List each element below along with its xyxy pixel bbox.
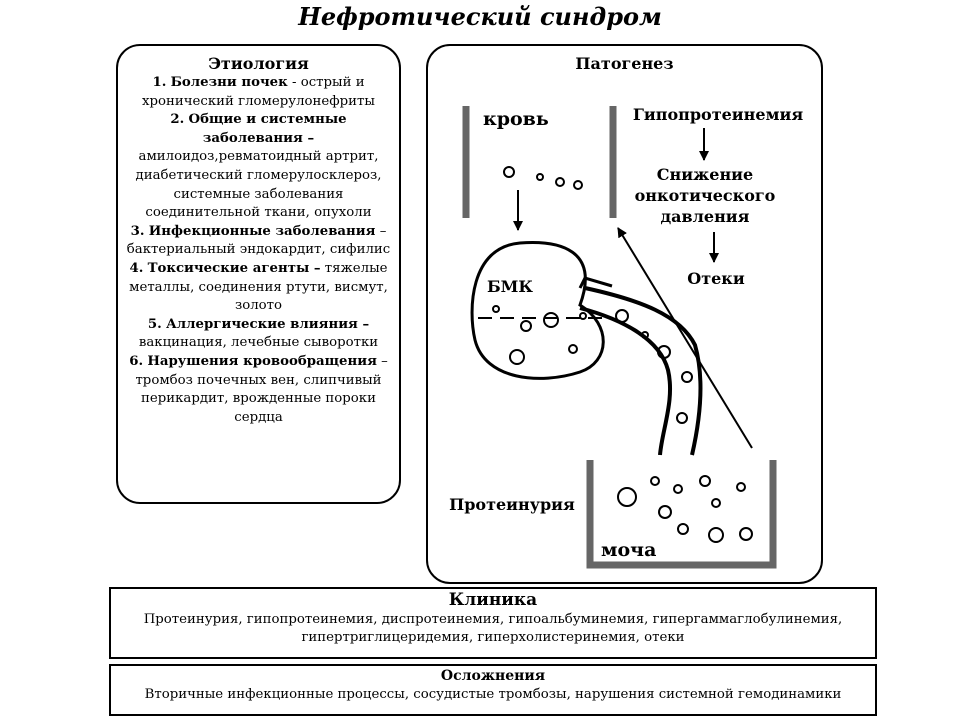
etiology-item-heading: Нарушения кровообращения — [147, 353, 377, 369]
blood-label: кровь — [483, 108, 549, 130]
etiology-item-number: 6. — [129, 353, 144, 369]
clinic-text: Протеинурия, гипопротеинемия, диспротеин… — [143, 612, 843, 645]
etiology-item-text: тяжелые металлы, соединения ртути, висму… — [129, 260, 388, 314]
etiology-item: 2. Общие и системные заболевания – амило… — [122, 111, 395, 223]
etiology-item-number: 2. — [170, 112, 185, 128]
filtered-protein-particles — [492, 305, 693, 424]
etiology-item-number: 3. — [130, 223, 145, 239]
etiology-item-heading: Общие и системные заболевания – — [188, 112, 347, 146]
etiology-item: 4. Токсические агенты – тяжелые металлы,… — [122, 260, 395, 316]
etiology-item: 3. Инфекционные заболевания –бактериальн… — [122, 223, 395, 260]
oncotic-line-3: давления — [660, 207, 749, 226]
etiology-item-heading: Токсические агенты – — [147, 260, 321, 276]
glomerulus-capsule — [470, 241, 605, 380]
bmk-label: БМК — [487, 277, 533, 296]
pathogenesis-panel: Патогенез — [426, 44, 823, 584]
oncotic-line-2: онкотического — [635, 186, 776, 205]
etiology-item-text: амилоидоз,ревматоидный артрит, диабетиче… — [135, 149, 382, 221]
proteinuria-label: Протеинурия — [449, 495, 575, 514]
etiology-item-heading: Инфекционные заболевания — [148, 223, 376, 239]
etiology-item-separator: - — [287, 75, 301, 90]
etiology-item-number: 4. — [129, 260, 144, 276]
edema-label: Отеки — [687, 269, 745, 288]
etiology-item-number: 5. — [147, 316, 162, 332]
hypoproteinemia-label: Гипопротеинемия — [633, 105, 803, 124]
complications-text: Вторичные инфекционные процессы, сосудис… — [144, 687, 842, 702]
urine-protein-particles — [617, 475, 753, 543]
tubule-outer — [584, 286, 703, 456]
etiology-item-number: 1. — [152, 75, 167, 90]
blood-protein-particles — [503, 166, 583, 190]
urine-container — [586, 460, 777, 569]
etiology-header: Этиология — [208, 54, 309, 73]
etiology-item-heading: Болезни почек — [170, 75, 288, 90]
etiology-item: 5. Аллергические влияния – вакцинация, л… — [122, 316, 395, 353]
etiology-item-text: острый и хронический гломерулонефриты — [142, 75, 375, 109]
etiology-item-text: –бактериальный эндокардит, сифилис — [126, 223, 391, 258]
tubule-cap — [578, 276, 613, 289]
page-title: Нефротический синдром — [298, 2, 662, 31]
etiology-item-heading: Аллергические влияния – — [165, 316, 370, 332]
etiology-item-text: –тромбоз почечных вен, слипчивый перикар… — [135, 353, 388, 425]
etiology-panel: Этиология 1. Болезни почек - острый и хр… — [116, 44, 401, 504]
complications-header: Осложнения — [440, 668, 546, 684]
clinic-header: Клиника — [448, 590, 538, 610]
pathogenesis-header: Патогенез — [575, 54, 674, 73]
etiology-list: 1. Болезни почек - острый и хронический … — [122, 74, 395, 427]
complications-box: Осложнения Вторичные инфекционные процес… — [109, 664, 877, 716]
etiology-item: 6. Нарушения кровообращения –тромбоз поч… — [122, 353, 395, 427]
etiology-item: 1. Болезни почек - острый и хронический … — [122, 74, 395, 111]
clinic-box: Клиника Протеинурия, гипопротеинемия, ди… — [109, 587, 877, 659]
oncotic-line-1: Снижение — [657, 165, 753, 184]
urine-label: моча — [601, 539, 656, 561]
proteinuria-arrow — [617, 227, 753, 449]
tubule-inner — [579, 306, 673, 456]
etiology-item-text: вакцинация, лечебные сыворотки — [138, 335, 379, 351]
